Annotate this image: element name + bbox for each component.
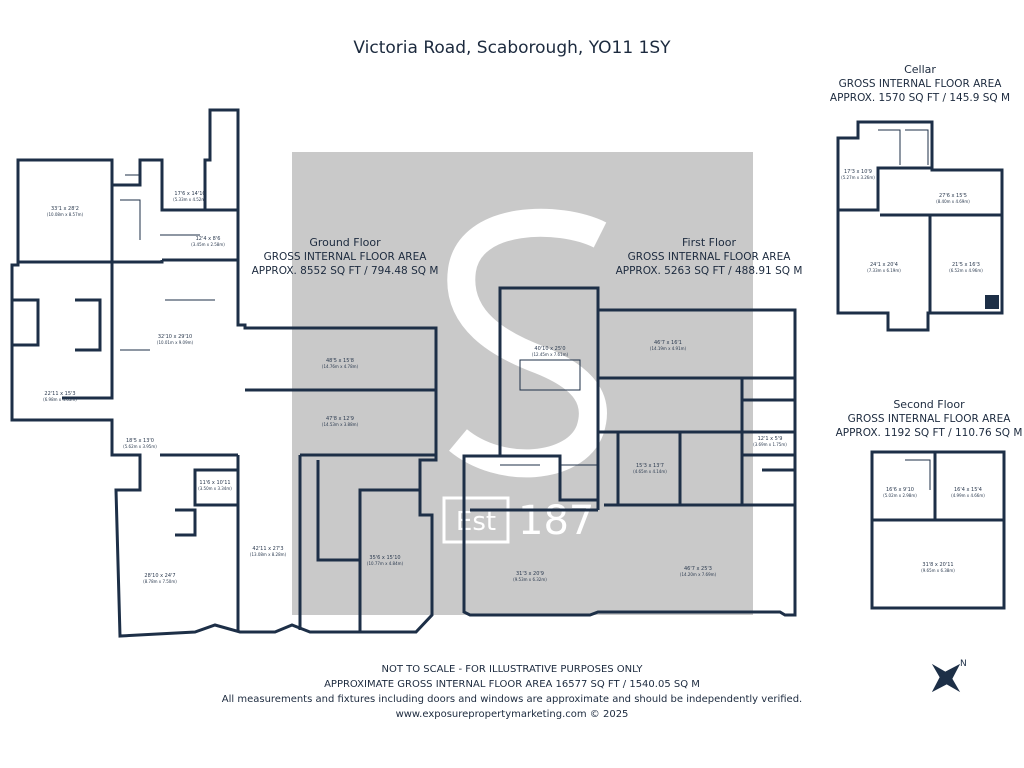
ground-floor-room-metric: (14.76m x 4.78m) xyxy=(322,364,359,369)
ground-floor-room-dims: 35'6 x 15'10 xyxy=(369,555,400,561)
ground-floor-room-dims: 47'8 x 12'9 xyxy=(326,416,354,422)
s-logo-watermark xyxy=(447,208,607,478)
footer-website: www.exposurepropertymarketing.com © 2025 xyxy=(395,709,629,720)
cellar-room-metric: (6.52m x 4.96m) xyxy=(949,268,983,273)
ground-floor-room-dims: 17'6 x 14'10 xyxy=(174,191,205,197)
ground-floor-room-metric: (5.33m x 4.52m) xyxy=(173,197,207,202)
cellar-room-metric: (8.40m x 4.69m) xyxy=(936,199,970,204)
first-floor-room-dims: 40'10 x 25'0 xyxy=(534,346,565,352)
ground-floor-room-metric: (3.45m x 2.58m) xyxy=(191,242,225,247)
ground-floor-plan xyxy=(10,108,438,638)
cellar-name: Cellar xyxy=(904,63,936,76)
first-floor-gifa-label: GROSS INTERNAL FLOOR AREA xyxy=(627,251,791,263)
ground-floor-label: Ground Floor GROSS INTERNAL FLOOR AREA A… xyxy=(240,236,450,278)
second-floor-plan xyxy=(870,450,1006,610)
page-title: Victoria Road, Scaborough, YO11 1SY xyxy=(353,38,671,58)
cellar-room-dims: 17'3 x 10'9 xyxy=(844,169,872,175)
footer-notice: All measurements and fixtures including … xyxy=(221,694,803,705)
first-floor-plan xyxy=(462,286,797,617)
first-floor-room-dims: 15'3 x 13'7 xyxy=(636,463,664,469)
cellar-room-dims: 27'6 x 15'5 xyxy=(939,193,967,199)
ground-floor-room-dims: 28'10 x 24'7 xyxy=(144,573,175,579)
first-floor-room-metric: (3.69m x 1.75m) xyxy=(753,442,787,447)
ground-floor-room-dims: 48'5 x 15'8 xyxy=(326,358,354,364)
ground-floor-room-dims: 42'11 x 27'3 xyxy=(252,546,283,552)
second-floor-room-metric: (4.99m x 4.66m) xyxy=(951,493,985,498)
cellar-label: Cellar GROSS INTERNAL FLOOR AREA APPROX.… xyxy=(820,63,1020,105)
est-badge: Est 187 xyxy=(442,496,594,544)
second-floor-room-dims: 16'4 x 15'4 xyxy=(954,487,982,493)
ground-floor-room-dims: 11'6 x 10'11 xyxy=(199,480,230,486)
ground-floor-area: APPROX. 8552 SQ FT / 794.48 SQ M xyxy=(251,265,439,277)
ground-floor-room-metric: (10.08m x 8.57m) xyxy=(47,212,84,217)
ground-floor-room-dims: 18'5 x 13'0 xyxy=(126,438,154,444)
ground-floor-name: Ground Floor xyxy=(309,236,381,249)
year-text: 187 xyxy=(518,498,594,544)
first-floor-name: First Floor xyxy=(681,236,736,249)
ground-floor-room-dims: 22'11 x 15'3 xyxy=(44,391,75,397)
first-floor-room-dims: 12'1 x 5'9 xyxy=(758,436,783,442)
cellar-plan xyxy=(836,120,1004,332)
first-floor-room-dims: 31'3 x 20'9 xyxy=(516,571,544,577)
second-floor-gifa-label: GROSS INTERNAL FLOOR AREA xyxy=(847,413,1011,425)
first-floor-room-metric: (4.65m x 4.14m) xyxy=(633,469,667,474)
second-floor-room-dims: 16'6 x 9'10 xyxy=(886,487,914,493)
first-floor-label: First Floor GROSS INTERNAL FLOOR AREA AP… xyxy=(604,236,814,278)
footer: NOT TO SCALE - FOR ILLUSTRATIVE PURPOSES… xyxy=(0,662,1024,722)
ground-floor-room-dims: 12'4 x 8'6 xyxy=(196,236,221,242)
compass-icon: N xyxy=(931,659,967,693)
second-floor-area: APPROX. 1192 SQ FT / 110.76 SQ M xyxy=(835,427,1023,439)
first-floor-room-metric: (9.53m x 6.32m) xyxy=(513,577,547,582)
ground-floor-room-metric: (5.62m x 3.95m) xyxy=(123,444,157,449)
second-floor-room-dims: 31'8 x 20'11 xyxy=(922,562,953,568)
second-floor-room-metric: (9.65m x 6.38m) xyxy=(921,568,955,573)
ground-floor-room-metric: (3.50m x 3.34m) xyxy=(198,486,232,491)
ground-floor-room-metric: (13.08m x 8.28m) xyxy=(250,552,287,557)
cellar-room-dims: 24'1 x 20'4 xyxy=(870,262,898,268)
ground-floor-room-metric: (6.98m x 4.65m) xyxy=(43,397,77,402)
footer-disclaimer: NOT TO SCALE - FOR ILLUSTRATIVE PURPOSES… xyxy=(381,664,643,675)
ground-floor-room-metric: (8.78m x 7.50m) xyxy=(143,579,177,584)
ground-floor-gifa-label: GROSS INTERNAL FLOOR AREA xyxy=(263,251,427,263)
first-floor-room-dims: 46'7 x 16'1 xyxy=(654,340,682,346)
cellar-gifa-label: GROSS INTERNAL FLOOR AREA xyxy=(838,78,1002,90)
cellar-area: APPROX. 1570 SQ FT / 145.9 SQ M xyxy=(829,92,1011,104)
ground-floor-room-dims: 33'1 x 28'2 xyxy=(51,206,79,212)
first-floor-room-metric: (14.20m x 7.69m) xyxy=(680,572,717,577)
first-floor-room-metric: (14.19m x 4.91m) xyxy=(650,346,687,351)
footer-total-area: APPROXIMATE GROSS INTERNAL FLOOR AREA 16… xyxy=(324,679,700,690)
second-floor-name: Second Floor xyxy=(893,398,965,411)
first-floor-room-metric: (12.45m x 7.61m) xyxy=(532,352,569,357)
second-floor-label: Second Floor GROSS INTERNAL FLOOR AREA A… xyxy=(834,398,1024,440)
ground-floor-room-metric: (14.53m x 3.88m) xyxy=(322,422,359,427)
ground-floor-room-dims: 32'10 x 29'10 xyxy=(158,334,192,340)
ground-floor-room-metric: (10.01m x 9.09m) xyxy=(157,340,194,345)
compass-north: N xyxy=(960,659,967,669)
cellar-room-metric: (7.33m x 6.19m) xyxy=(867,268,901,273)
first-floor-room-dims: 46'7 x 25'3 xyxy=(684,566,712,572)
cellar-room-metric: (5.27m x 3.26m) xyxy=(841,175,875,180)
cellar-room-dims: 21'5 x 16'3 xyxy=(952,262,980,268)
room-labels: 33'1 x 28'2(10.08m x 8.57m)17'6 x 14'10(… xyxy=(43,169,985,584)
first-floor-area: APPROX. 5263 SQ FT / 488.91 SQ M xyxy=(615,265,803,277)
second-floor-room-metric: (5.02m x 2.98m) xyxy=(883,493,917,498)
ground-floor-room-metric: (10.77m x 4.84m) xyxy=(367,561,404,566)
